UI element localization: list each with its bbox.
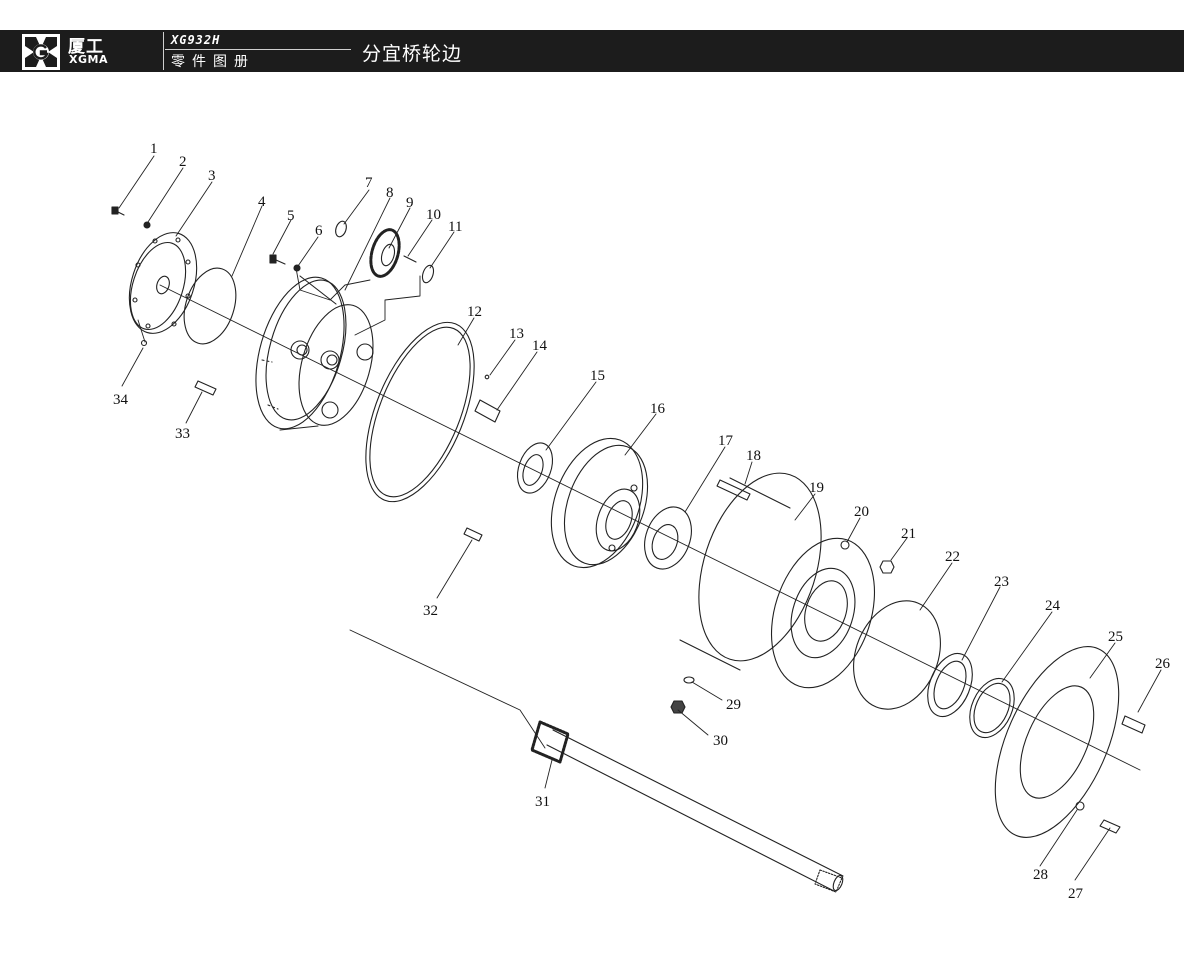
part-7-thrust-washer	[335, 220, 347, 238]
part-label-29: 29	[726, 697, 741, 713]
bracket-line-1	[295, 267, 371, 301]
part-13-pin	[484, 374, 490, 380]
part-4-o-ring	[183, 267, 237, 345]
part-19-wheel-hub	[679, 472, 876, 689]
catalog-label: 零件图册	[171, 54, 255, 70]
part-label-27: 27	[1068, 886, 1084, 902]
part-label-3: 3	[208, 168, 216, 184]
bracket-line-4	[349, 629, 546, 749]
part-label-8: 8	[386, 185, 394, 201]
part-label-6: 6	[315, 223, 323, 239]
part-26-pin	[1121, 715, 1146, 734]
part-label-20: 20	[854, 504, 869, 520]
part-label-12: 12	[467, 304, 482, 320]
part-1-bolt	[111, 206, 125, 216]
part-11-spacer-ring	[421, 264, 435, 284]
part-label-13: 13	[509, 326, 524, 342]
part-label-31: 31	[535, 794, 550, 810]
part-label-10: 10	[426, 207, 441, 223]
part-32-bolt	[463, 527, 483, 542]
part-5-bolt	[269, 254, 286, 265]
part-2-washer	[143, 221, 151, 229]
part-label-2: 2	[179, 154, 187, 170]
header-rule	[165, 49, 351, 50]
part-24-oil-seal	[969, 677, 1015, 739]
header-bar	[0, 30, 1184, 72]
brand-chinese-name: 厦工	[68, 37, 104, 57]
part-20-washer	[840, 540, 850, 550]
part-label-1: 1	[150, 141, 158, 157]
part-15-lock-nut	[516, 442, 554, 494]
model-code: XG932H	[171, 33, 221, 47]
part-10-needle	[403, 255, 417, 263]
part-label-25: 25	[1108, 629, 1123, 645]
part-3-end-cover	[128, 232, 198, 334]
part-label-33: 33	[175, 426, 190, 442]
part-27-bolt	[1099, 819, 1121, 834]
part-14-shaft-pin	[474, 399, 501, 423]
part-label-21: 21	[901, 526, 916, 542]
header-divider	[163, 32, 164, 70]
part-label-34: 34	[113, 392, 129, 408]
part-25-brake-disc	[994, 646, 1120, 838]
part-label-5: 5	[287, 208, 295, 224]
part-label-30: 30	[713, 733, 728, 749]
part-label-18: 18	[746, 448, 761, 464]
part-label-24: 24	[1045, 598, 1061, 614]
axis-centerline	[159, 284, 1141, 771]
part-29-o-ring	[683, 676, 695, 684]
part-label-28: 28	[1033, 867, 1048, 883]
part-label-9: 9	[406, 195, 414, 211]
part-label-14: 14	[532, 338, 548, 354]
part-31-half-shaft	[530, 720, 844, 893]
part-label-11: 11	[448, 219, 462, 235]
part-label-26: 26	[1155, 656, 1171, 672]
part-label-32: 32	[423, 603, 438, 619]
part-label-22: 22	[945, 549, 960, 565]
part-34-plug	[140, 339, 148, 347]
bracket-line-3	[137, 319, 146, 343]
leader-lines	[118, 155, 1162, 881]
part-8-planet-carrier	[255, 275, 374, 431]
brand-english-name: XGMA	[69, 53, 108, 66]
part-30-drain-plug	[670, 700, 686, 714]
part-label-4: 4	[258, 194, 266, 210]
part-28-washer	[1075, 801, 1085, 811]
part-label-16: 16	[650, 401, 666, 417]
xgma-logo-icon	[22, 34, 60, 70]
part-18-stud	[716, 479, 751, 501]
part-17-bearing	[644, 506, 692, 570]
part-label-7: 7	[365, 175, 373, 191]
part-label-23: 23	[994, 574, 1009, 590]
part-21-nut	[879, 560, 895, 574]
part-23-seal-seat	[927, 652, 973, 718]
part-33-pin	[194, 380, 217, 396]
part-9-planet-gear	[369, 228, 401, 278]
section-title: 分宜桥轮边	[362, 43, 463, 65]
part-6-washer	[293, 264, 301, 272]
part-12-gasket	[365, 321, 475, 503]
part-label-15: 15	[590, 368, 605, 384]
part-label-19: 19	[809, 480, 824, 496]
part-label-17: 17	[718, 433, 734, 449]
part-16-hub-support	[550, 437, 649, 569]
bracket-line-2	[354, 275, 421, 336]
part-number-labels: 1 2 3 4 5 6 7 8 9 10 11 12 13 14 15 16 1…	[113, 141, 1171, 902]
